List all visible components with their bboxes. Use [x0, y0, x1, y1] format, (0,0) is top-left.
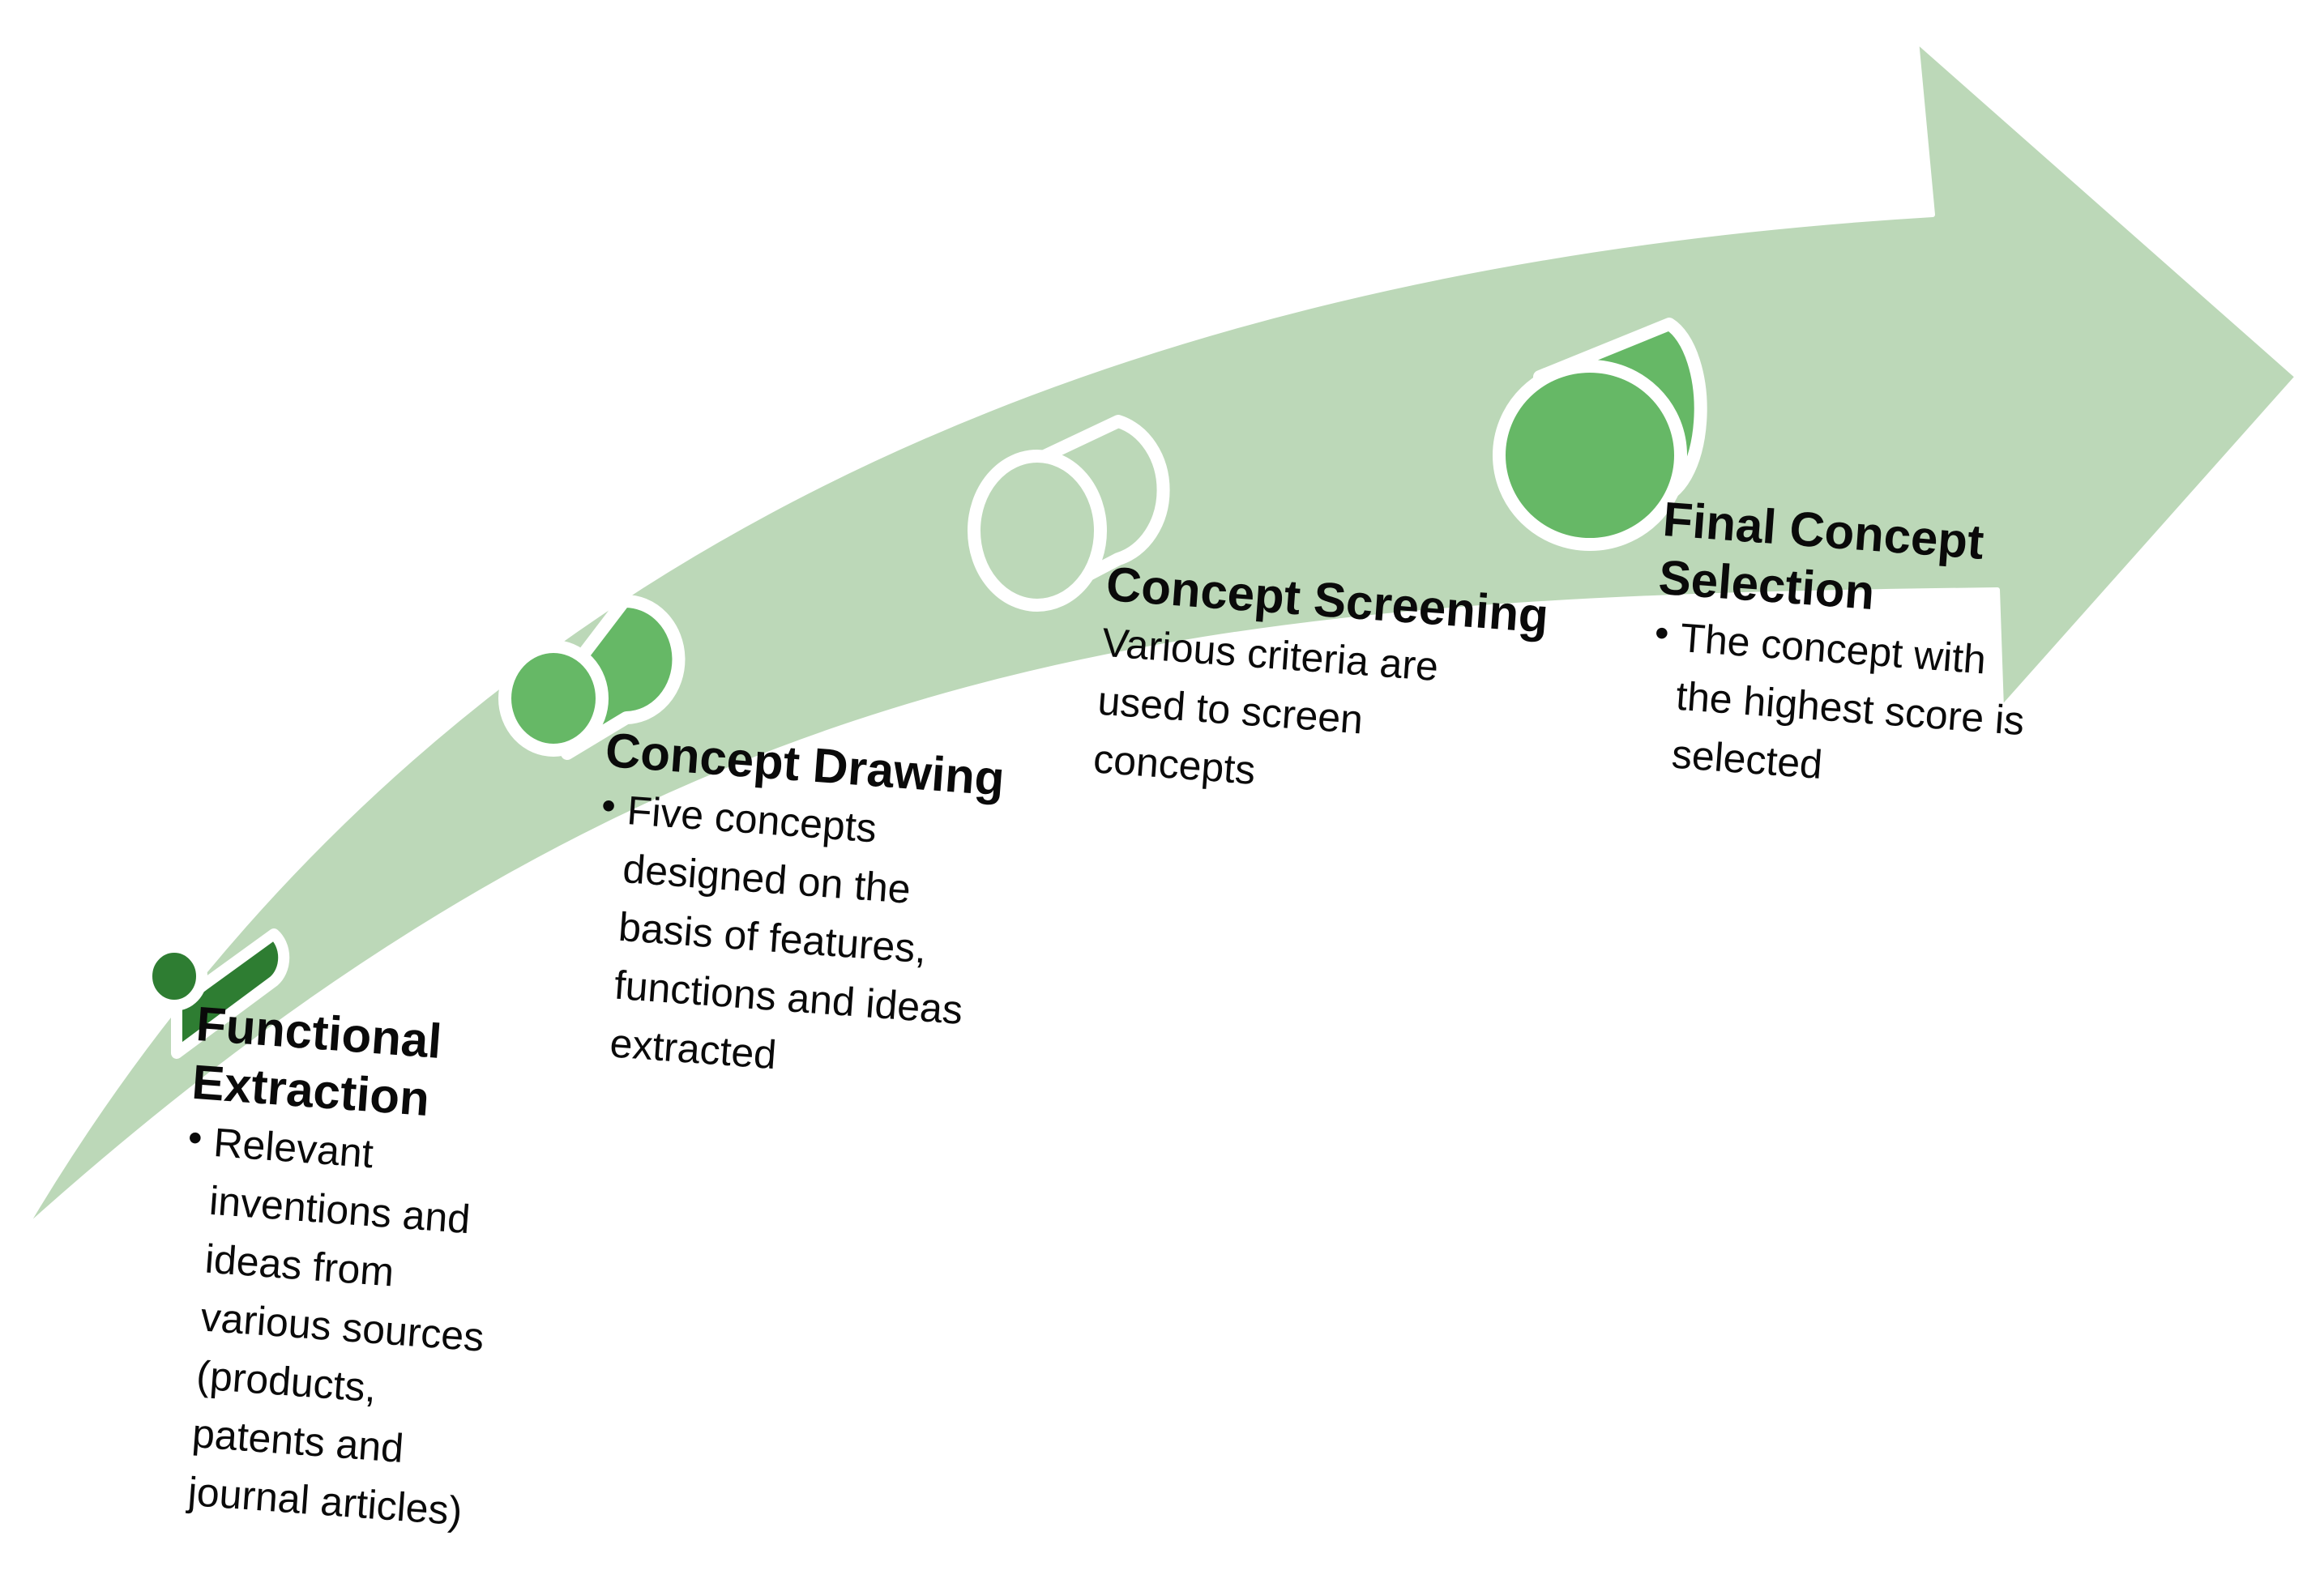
curved-arrow [20, 38, 2300, 1234]
stage-description: Various criteria are used to screen conc… [1092, 613, 1546, 820]
stage-final-concept-selection: Final Concept Selection • The concept wi… [1644, 490, 2040, 809]
stage-3-cylinder-icon [968, 415, 1170, 612]
bullet-icon: • [1653, 609, 1671, 656]
stage-concept-drawing: Concept Drawing • Five concepts designed… [582, 721, 1006, 1099]
stage-title: Functional Extraction [190, 995, 507, 1134]
stage-description: • The concept with the highest score is … [1644, 607, 2031, 809]
stage-description: • Relevant inventions and ideas from var… [160, 1112, 499, 1542]
stage-4-cylinder-icon [1493, 318, 1707, 551]
stage-2-cylinder-icon [498, 594, 686, 760]
stage-1-cylinder-icon [141, 928, 290, 1059]
bullet-icon: • [600, 782, 617, 829]
bullet-icon: • [186, 1114, 204, 1161]
stage-functional-extraction: Functional Extraction • Relevant inventi… [160, 995, 508, 1541]
stage-description: • Five concepts designed on the basis of… [582, 779, 1002, 1099]
stage-concept-screening: Concept Screening Various criteria are u… [1092, 555, 1550, 820]
